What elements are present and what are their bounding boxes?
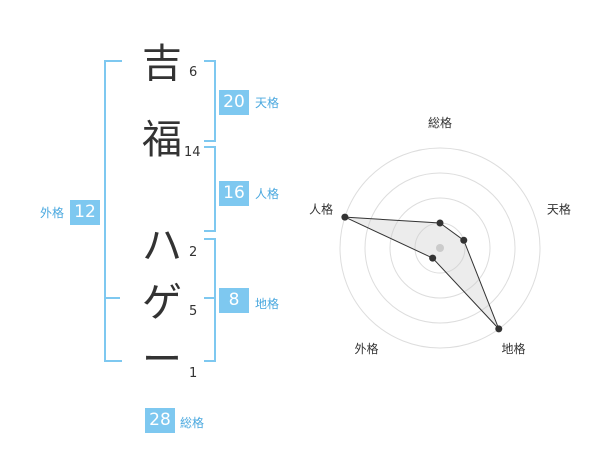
radar-center-dot [436, 244, 444, 252]
name-char-2: 福 [142, 117, 182, 163]
chikaku-label: 地格 [255, 297, 280, 311]
gaikaku-label: 外格 [40, 206, 65, 220]
gaikaku-bracket [104, 60, 122, 362]
chikaku-divider-tick [204, 297, 216, 299]
gaikaku-divider-tick [104, 297, 120, 299]
soukaku-label: 総格 [180, 416, 205, 430]
radar-ring [389, 197, 491, 299]
radar-ring [364, 172, 516, 324]
stroke-count-2: 14 [184, 145, 201, 160]
name-char-1: 吉 [142, 41, 182, 87]
stroke-count-1: 6 [189, 65, 198, 80]
tenkaku-bracket [204, 60, 216, 142]
gaikaku-badge: 12 [70, 200, 100, 225]
chikaku-badge: 8 [219, 288, 249, 313]
jinkaku-badge: 16 [219, 181, 249, 206]
radar-point-4 [429, 254, 437, 262]
radar-area [344, 216, 500, 330]
stroke-count-5: 1 [189, 366, 198, 381]
chikaku-bracket [204, 238, 216, 362]
tenkaku-label: 天格 [255, 96, 280, 110]
radar-axis-label-5: 人格 [309, 201, 333, 216]
soukaku-badge: 28 [145, 408, 175, 433]
radar-point-3 [495, 325, 503, 333]
radar-ring [339, 147, 541, 349]
radar-axis-label-4: 外格 [355, 341, 379, 356]
radar-axis-label-3: 地格 [501, 341, 525, 356]
radar-axis-label-1: 総格 [428, 115, 452, 130]
radar-axis-label-2: 天格 [547, 201, 571, 216]
stroke-count-3: 2 [189, 245, 198, 260]
tenkaku-badge: 20 [219, 90, 249, 115]
jinkaku-label: 人格 [255, 187, 280, 201]
radar-point-2 [460, 236, 468, 244]
jinkaku-bracket [204, 146, 216, 232]
name-char-3: ハ [142, 223, 182, 269]
radar-point-5 [341, 213, 349, 221]
stroke-count-4: 5 [189, 304, 198, 319]
radar-point-1 [436, 219, 444, 227]
name-char-5: ー [142, 337, 182, 383]
name-char-4: ゲ [142, 280, 182, 326]
